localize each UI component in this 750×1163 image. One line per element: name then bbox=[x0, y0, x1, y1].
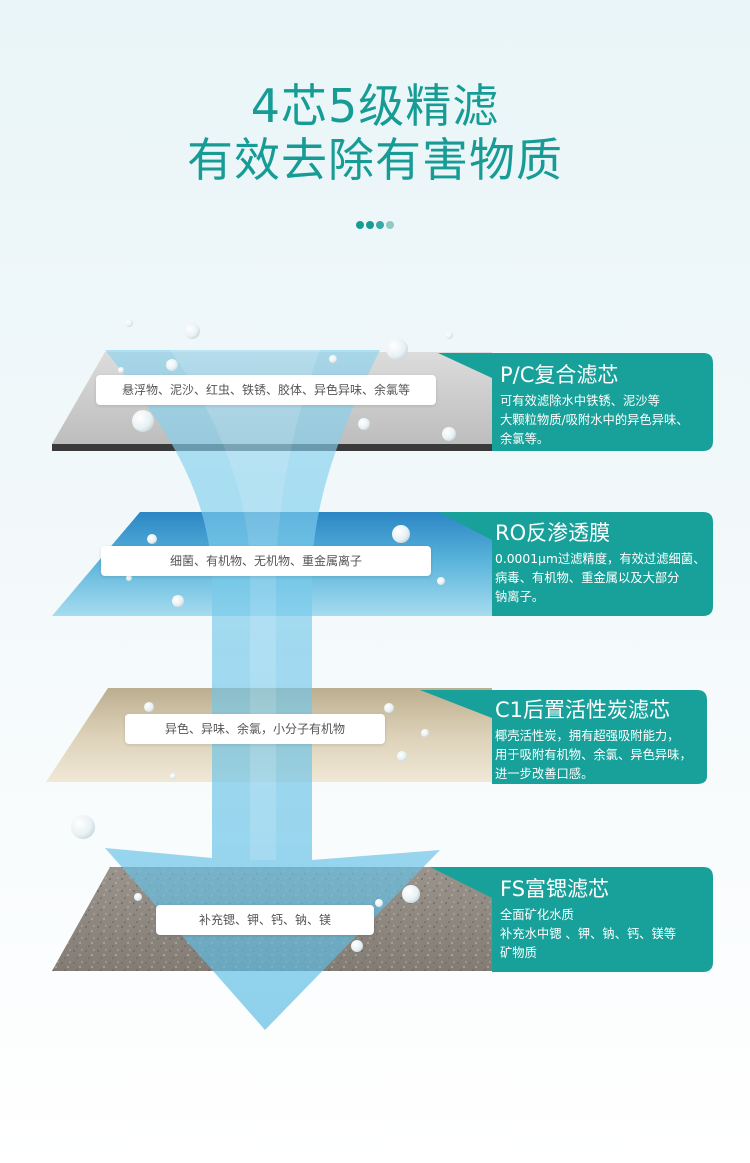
filter-card-desc-line: 余氯等。 bbox=[500, 432, 550, 446]
filter-card-desc-line: 补充水中锶 、钾、钠、钙、镁等 bbox=[500, 927, 677, 941]
bubbles bbox=[71, 319, 456, 952]
page-indicator bbox=[356, 221, 396, 231]
filter-card-desc-line: 进一步改善口感。 bbox=[495, 767, 594, 781]
indicator-dot bbox=[386, 221, 394, 229]
contaminant-label-ro: 细菌、有机物、无机物、重金属离子 bbox=[101, 546, 431, 576]
filter-card-desc-line: 全面矿化水质 bbox=[500, 908, 574, 922]
indicator-dot bbox=[356, 221, 364, 229]
filter-card-title: RO反渗透膜 bbox=[495, 521, 611, 545]
contaminant-label-c1: 异色、异味、余氯，小分子有机物 bbox=[125, 714, 385, 744]
filter-card-desc-line: 大颗粒物质/吸附水中的异色异味、 bbox=[500, 413, 689, 427]
filter-card-desc-line: 椰壳活性炭，拥有超强吸附能力， bbox=[495, 729, 680, 743]
headline-line-1: 4芯5级精滤 bbox=[250, 79, 500, 133]
indicator-dot bbox=[376, 221, 384, 229]
filter-card-desc-line: 用于吸附有机物、余氯、异色异味， bbox=[495, 748, 692, 762]
filter-card-pc: P/C复合滤芯 可有效滤除水中铁锈、泥沙等 大颗粒物质/吸附水中的异色异味、 余… bbox=[500, 362, 712, 449]
contaminant-label-pc: 悬浮物、泥沙、红虫、铁锈、胶体、异色异味、余氯等 bbox=[96, 375, 436, 405]
headline-line-2: 有效去除有害物质 bbox=[187, 133, 563, 187]
contaminant-label-fs: 补充锶、钾、钙、钠、镁 bbox=[156, 905, 374, 935]
filter-card-desc-line: 0.0001μm过滤精度，有效过滤细菌、 bbox=[495, 552, 706, 566]
indicator-dot bbox=[366, 221, 374, 229]
filter-card-desc-line: 矿物质 bbox=[500, 946, 537, 960]
water-stream bbox=[105, 350, 440, 1030]
filter-card-desc-line: 钠离子。 bbox=[495, 590, 545, 604]
filter-card-title: FS富锶滤芯 bbox=[500, 877, 610, 901]
filter-card-c1: C1后置活性炭滤芯 椰壳活性炭，拥有超强吸附能力， 用于吸附有机物、余氯、异色异… bbox=[495, 697, 707, 784]
filter-card-desc-line: 可有效滤除水中铁锈、泥沙等 bbox=[500, 394, 660, 408]
filter-card-title: P/C复合滤芯 bbox=[500, 363, 619, 387]
filter-card-title: C1后置活性炭滤芯 bbox=[495, 698, 671, 722]
filter-card-ro: RO反渗透膜 0.0001μm过滤精度，有效过滤细菌、 病毒、有机物、重金属以及… bbox=[495, 520, 707, 607]
filter-card-fs: FS富锶滤芯 全面矿化水质 补充水中锶 、钾、钠、钙、镁等 矿物质 bbox=[500, 876, 712, 963]
filter-card-desc-line: 病毒、有机物、重金属以及大部分 bbox=[495, 571, 680, 585]
card-backgrounds bbox=[420, 353, 713, 972]
